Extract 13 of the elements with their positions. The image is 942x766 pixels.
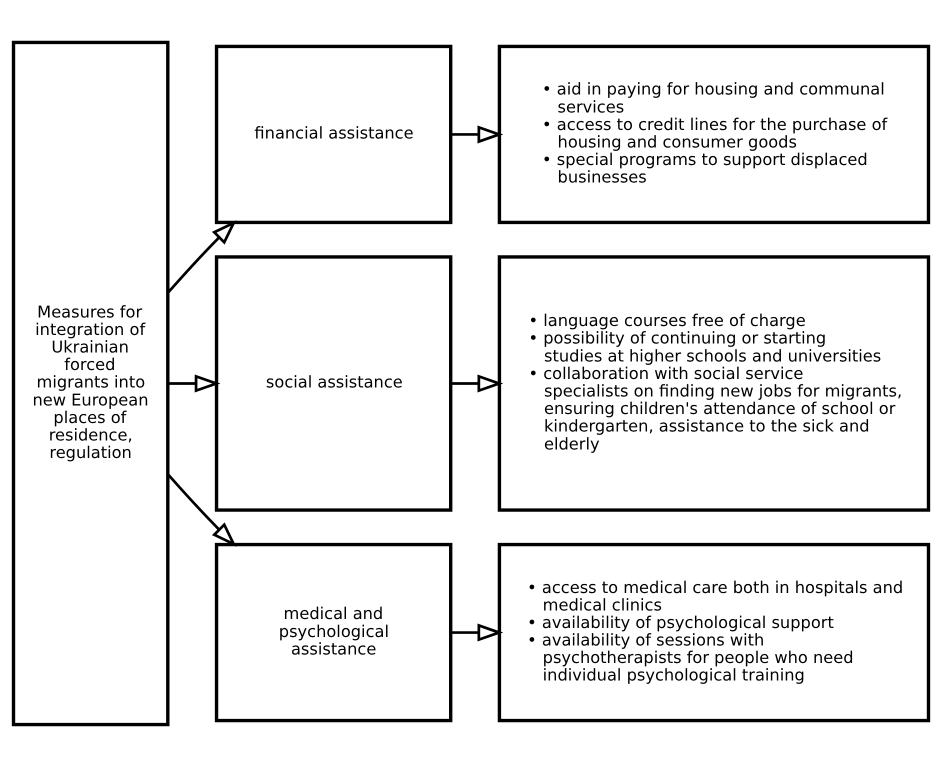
arrow <box>450 374 504 392</box>
arrow <box>166 220 237 294</box>
arrow <box>450 623 504 642</box>
node-box: • language courses free of charge • possibility of continuing or starting studies at higher schools and universities • collaboration with social service specialists on finding new jobs for migrants, ensuring children's attendance of school or kindergarten, assistance to the sick and elderly <box>498 254 930 512</box>
node-box: Measures for integration of Ukrainian forced migrants into new European places of residence, regulation <box>12 40 170 726</box>
node-box: financial assistance <box>214 44 452 224</box>
node-box: social assistance <box>214 254 452 512</box>
node-box: • access to medical care both in hospitals and medical clinics • availability of psychological support • availability of sessions with psychotherapists for people who need individual psychological training <box>498 542 930 722</box>
arrow <box>168 374 220 392</box>
arrow <box>450 124 504 143</box>
arrow <box>166 472 237 546</box>
node-box: medical and psychological assistance <box>214 542 452 722</box>
node-box: • aid in paying for housing and communal services • access to credit lines for the purchase of housing and consumer goods • special programs to support displaced businesses <box>498 44 930 224</box>
